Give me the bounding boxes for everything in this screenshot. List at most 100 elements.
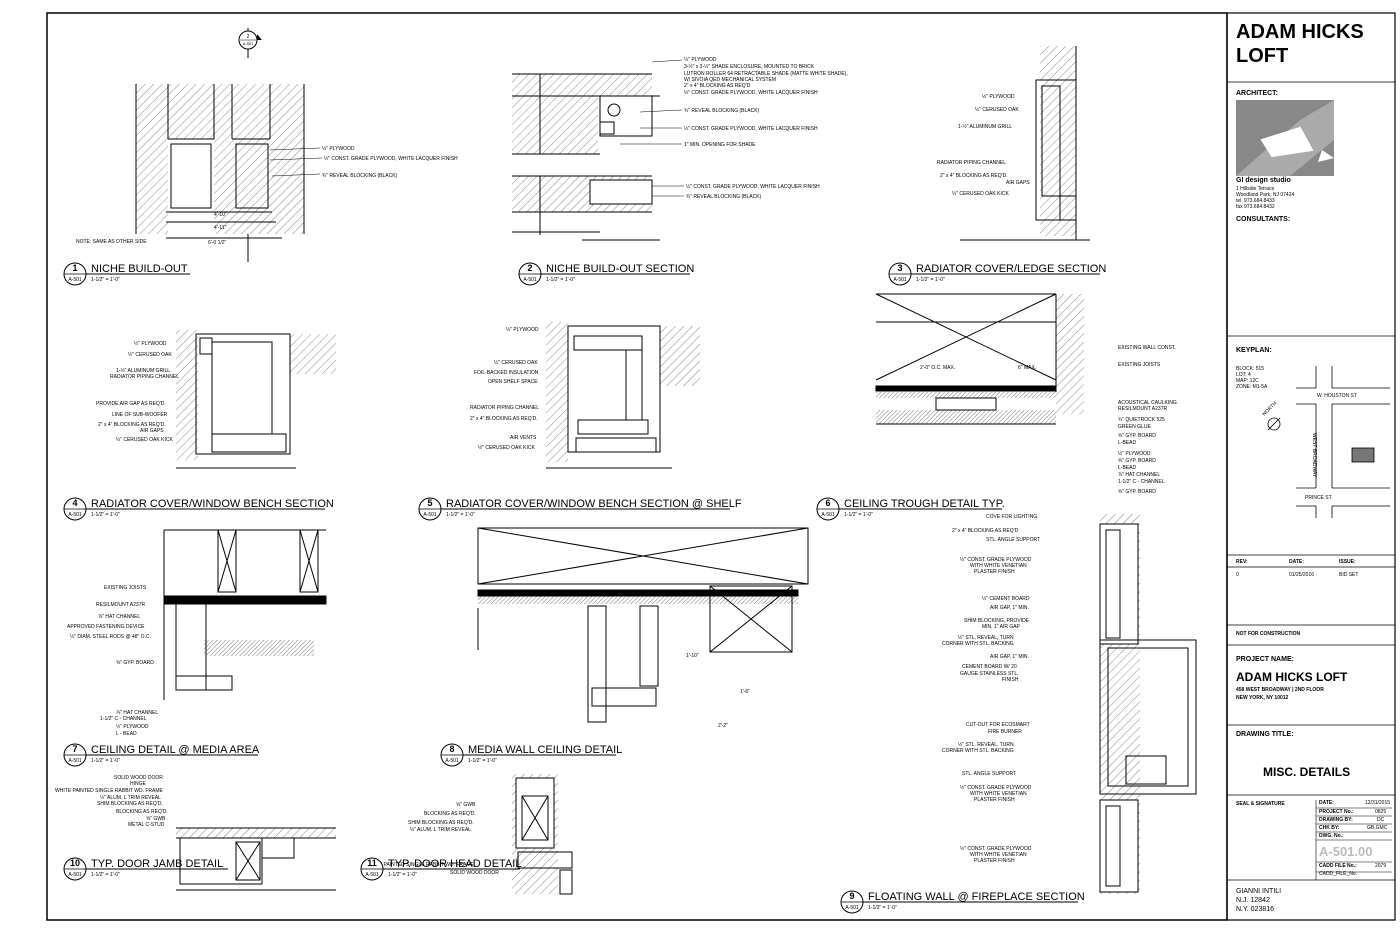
svg-text:WHITE PAINTED SINGLE RABBIT WD: WHITE PAINTED SINGLE RABBIT WD. FRAME <box>366 862 475 868</box>
svg-text:GAUGE STAINLESS STL.: GAUGE STAINLESS STL. <box>960 671 1019 677</box>
not-for-construction: NOT FOR CONSTRUCTION <box>1236 631 1301 637</box>
detail-scale: 1-1/2" = 1'-0" <box>446 512 475 518</box>
info-project-no-value: 0825 <box>1375 809 1387 815</box>
detail-8-notes: 1'-10" 1'-6" 2'-2" <box>686 653 750 729</box>
detail-tag-number: 7 <box>72 744 77 754</box>
detail-tag-sheet: A-501 <box>845 905 859 911</box>
detail-tag-sheet: A-501 <box>68 512 82 518</box>
detail-title: MEDIA WALL CEILING DETAIL <box>468 744 622 756</box>
rev-header: REV: <box>1236 559 1248 565</box>
svg-text:¾" REVEAL BLOCKING (BLACK): ¾" REVEAL BLOCKING (BLACK) <box>684 108 760 114</box>
svg-text:RADIATOR PIPING CHANNEL: RADIATOR PIPING CHANNEL <box>937 160 1006 166</box>
svg-text:BLOCKING AS REQ'D.: BLOCKING AS REQ'D. <box>424 811 476 817</box>
svg-text:2" x 4" BLOCKING AS REQ'D: 2" x 4" BLOCKING AS REQ'D <box>952 528 1019 534</box>
svg-text:1-1/2" C - CHANNEL: 1-1/2" C - CHANNEL <box>100 716 147 722</box>
street-prince: PRINCE ST. <box>1305 495 1333 501</box>
svg-text:½" CONST. GRADE PLYWOOD, WHITE: ½" CONST. GRADE PLYWOOD, WHITE LACQUER F… <box>684 89 818 96</box>
detail-tag-sheet: A-501 <box>423 512 437 518</box>
svg-text:2" x 4" BLOCKING AS REQ'D.: 2" x 4" BLOCKING AS REQ'D. <box>98 422 166 428</box>
svg-text:½" CERUSED OAK: ½" CERUSED OAK <box>128 351 172 358</box>
svg-text:½" CONST. GRADE PLYWOOD, WHITE: ½" CONST. GRADE PLYWOOD, WHITE LACQUER F… <box>684 125 818 132</box>
svg-text:RESILMOUNT A237R: RESILMOUNT A237R <box>96 602 145 608</box>
keyplan-label: KEYPLAN: <box>1236 347 1272 354</box>
svg-text:⅝" GYP. BOARD: ⅝" GYP. BOARD <box>1118 489 1156 495</box>
detail-title: NICHE BUILD-OUT <box>91 263 188 275</box>
detail-2-notes: ½" PLYWOOD 3-½" x 3-½" SHADE ENCLOSURE, … <box>620 56 848 200</box>
svg-text:⅞" HAT CHANNEL: ⅞" HAT CHANNEL <box>98 614 140 620</box>
svg-text:METAL C-STUD: METAL C-STUD <box>128 822 165 828</box>
detail-tag-sheet: A-501 <box>445 758 459 764</box>
detail-scale: 1-1/2" = 1'-0" <box>546 277 575 283</box>
svg-text:6'-0 1/2": 6'-0 1/2" <box>208 240 227 246</box>
svg-text:L-BEAD: L-BEAD <box>1118 465 1136 471</box>
detail-title: RADIATOR COVER/LEDGE SECTION <box>916 263 1106 275</box>
sheet-info-grid <box>1315 800 1392 880</box>
svg-text:APPROVED FASTENING DEVICE: APPROVED FASTENING DEVICE <box>67 624 145 630</box>
svg-text:PLASTER FINISH: PLASTER FINISH <box>974 858 1015 864</box>
signer-ny: N.Y. 023816 <box>1236 906 1275 913</box>
svg-text:WITH WHITE VENETIAN: WITH WHITE VENETIAN <box>970 563 1027 569</box>
svg-text:L-BEAD: L-BEAD <box>1118 440 1136 446</box>
svg-text:SHIM BLOCKING AS REQ'D.: SHIM BLOCKING AS REQ'D. <box>408 820 474 826</box>
svg-text:½" ALUM. L TRIM REVEAL: ½" ALUM. L TRIM REVEAL <box>410 826 471 833</box>
detail-tag-sheet: A-501 <box>68 758 82 764</box>
detail-tag-number: 2 <box>527 263 532 273</box>
svg-text:2: 2 <box>247 34 250 40</box>
svg-text:½" CONST. GRADE PLYWOOD: ½" CONST. GRADE PLYWOOD <box>960 556 1032 563</box>
detail-tag-number: 8 <box>449 744 454 754</box>
architect-label: ARCHITECT: <box>1236 90 1278 97</box>
svg-text:¾" REVEAL BLOCKING (BLACK): ¾" REVEAL BLOCKING (BLACK) <box>686 194 762 200</box>
street-houston: W. HOUSTON ST <box>1317 393 1357 399</box>
title-block: ADAM HICKS LOFT ARCHITECT: GI design stu… <box>1227 10 1395 925</box>
drawing-title: MISC. DETAILS <box>1263 765 1351 779</box>
svg-text:WHITE PAINTED SINGLE RABBIT WD: WHITE PAINTED SINGLE RABBIT WD. FRAME <box>55 788 164 794</box>
svg-text:RESILMOUNT A237R: RESILMOUNT A237R <box>1118 406 1167 412</box>
project-address-1: 458 WEST BROADWAY | 2ND FLOOR <box>1236 687 1324 693</box>
svg-text:CUT-OUT FOR ECOSMART: CUT-OUT FOR ECOSMART <box>966 722 1030 728</box>
detail-scale: 1-1/2" = 1'-0" <box>91 872 120 878</box>
project-address-2: NEW YORK, NY 10012 <box>1236 695 1289 701</box>
section-marker-top: 2 A-501 <box>238 28 262 58</box>
svg-text:PROVIDE AIR GAP AS REQ'D.: PROVIDE AIR GAP AS REQ'D. <box>96 401 166 407</box>
architect-address-1: 1 Hillside Terrace <box>1236 186 1275 192</box>
svg-text:½" CONST. GRADE PLYWOOD: ½" CONST. GRADE PLYWOOD <box>960 845 1032 852</box>
detail-6-notes: EXISTING WALL CONST. EXISTING JOISTS ACO… <box>920 345 1177 495</box>
svg-text:6" MAX.: 6" MAX. <box>1018 365 1036 371</box>
detail-11-drawing <box>512 774 573 895</box>
keyplan-block: BLOCK: 515 <box>1236 366 1265 372</box>
svg-text:FINISH: FINISH <box>1002 677 1019 683</box>
svg-text:1-½" ALUMINUM GRILL: 1-½" ALUMINUM GRILL <box>116 367 170 374</box>
date-value: 01/25/2016 <box>1289 572 1315 578</box>
svg-text:3-½" x 3-½" SHADE ENCLOSURE, M: 3-½" x 3-½" SHADE ENCLOSURE, MOUNTED TO … <box>684 63 815 70</box>
svg-text:BLOCKING AS REQ'D.: BLOCKING AS REQ'D. <box>116 809 168 815</box>
svg-text:AIR GAP, 1" MIN.: AIR GAP, 1" MIN. <box>990 654 1029 660</box>
detail-title: CEILING DETAIL @ MEDIA AREA <box>91 744 260 756</box>
info-drawn-by-label: DRAWING BY: <box>1319 817 1353 823</box>
svg-text:½" CERUSED OAK: ½" CERUSED OAK <box>975 106 1019 113</box>
svg-text:CEMENT BOARD W/ 20: CEMENT BOARD W/ 20 <box>962 664 1017 670</box>
svg-text:LINE OF SUB-WOOFER: LINE OF SUB-WOOFER <box>112 412 168 418</box>
detail-scale: 1-1/2" = 1'-0" <box>388 872 417 878</box>
svg-text:⅝" GWB: ⅝" GWB <box>456 802 476 808</box>
svg-text:EXISTING WALL CONST.: EXISTING WALL CONST. <box>1118 345 1176 351</box>
svg-text:STL. ANGLE SUPPORT: STL. ANGLE SUPPORT <box>986 537 1040 543</box>
detail-3-drawing <box>960 46 1090 241</box>
project-name: ADAM HICKS LOFT <box>1236 670 1348 684</box>
svg-text:SHIM BLOCKING AS REQ'D.: SHIM BLOCKING AS REQ'D. <box>97 801 163 807</box>
detail-scale: 1-1/2" = 1'-0" <box>916 277 945 283</box>
detail-11-notes: ⅝" GWB BLOCKING AS REQ'D. SHIM BLOCKING … <box>366 802 499 876</box>
north-arrow-label: NORTH <box>1261 400 1279 418</box>
seal-label: SEAL & SIGNATURE <box>1236 801 1285 807</box>
consultants-label: CONSULTANTS: <box>1236 216 1291 223</box>
svg-text:1-½" ALUMINUM GRILL: 1-½" ALUMINUM GRILL <box>958 123 1012 130</box>
svg-text:SOLID WOOD DOOR: SOLID WOOD DOOR <box>114 775 163 781</box>
svg-text:EXISTING JOISTS: EXISTING JOISTS <box>104 585 147 591</box>
info-checked-by-label: CHK BY: <box>1319 825 1340 831</box>
svg-text:AIR VENTS: AIR VENTS <box>510 435 537 441</box>
svg-text:½" STL. REVEAL, TURN: ½" STL. REVEAL, TURN <box>958 634 1014 641</box>
svg-text:½" CERUSED OAK KICK: ½" CERUSED OAK KICK <box>116 436 173 443</box>
